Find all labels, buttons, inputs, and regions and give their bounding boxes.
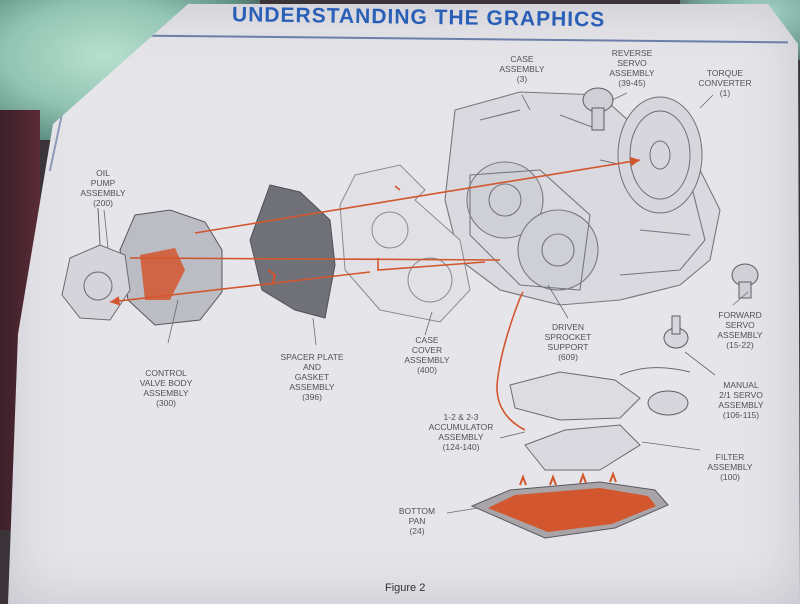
torque-converter-label: TORQUE CONVERTER (1) bbox=[690, 68, 760, 98]
label-number: (106-115) bbox=[722, 410, 760, 420]
reverse-servo-label: REVERSE SERVO ASSEMBLY (39-45) bbox=[600, 48, 664, 88]
label-line: ASSEMBLY bbox=[718, 400, 764, 410]
oil-pump-label: OIL PUMP ASSEMBLY (200) bbox=[78, 168, 128, 208]
label-number: (24) bbox=[409, 526, 425, 536]
forward-servo-label: FORWARD SERVO ASSEMBLY (15-22) bbox=[708, 310, 772, 350]
label-line: SUPPORT bbox=[547, 342, 589, 352]
label-line: AND bbox=[303, 362, 321, 372]
label-number: (124-140) bbox=[442, 442, 480, 452]
label-line: CASE bbox=[415, 335, 439, 345]
label-line: FILTER bbox=[715, 452, 745, 462]
case-assembly-label: CASE ASSEMBLY (3) bbox=[492, 54, 552, 84]
label-line: SPROCKET bbox=[544, 332, 592, 342]
label-line: CASE bbox=[510, 54, 534, 64]
label-line: 2/1 SERVO bbox=[719, 390, 763, 400]
label-line: PAN bbox=[408, 516, 426, 526]
bottom-pan-drawing bbox=[470, 471, 669, 539]
assembly-arrows bbox=[109, 156, 641, 431]
label-line: COVER bbox=[411, 345, 443, 355]
figure-caption: Figure 2 bbox=[385, 582, 426, 594]
torque-converter-drawing bbox=[617, 96, 703, 214]
manual-servo-drawing bbox=[647, 315, 689, 416]
label-line: VALVE BODY bbox=[139, 378, 193, 388]
label-number: (3) bbox=[516, 74, 528, 84]
label-number: (39-45) bbox=[618, 78, 646, 88]
label-line: SPACER PLATE bbox=[280, 352, 344, 362]
label-line: CONTROL bbox=[145, 368, 187, 378]
reverse-servo-drawing bbox=[582, 87, 614, 131]
label-line: ASSEMBLY bbox=[438, 432, 484, 442]
label-number: (609) bbox=[558, 352, 578, 362]
control-valve-label: CONTROL VALVE BODY ASSEMBLY (300) bbox=[128, 368, 204, 408]
label-line: ASSEMBLY bbox=[609, 68, 655, 78]
label-line: ASSEMBLY bbox=[289, 382, 335, 392]
filter-drawing bbox=[524, 424, 641, 471]
label-line: ASSEMBLY bbox=[717, 330, 763, 340]
manual-servo-label: MANUAL 2/1 SERVO ASSEMBLY (106-115) bbox=[706, 380, 776, 420]
accumulator-label: 1-2 & 2-3 ACCUMULATOR ASSEMBLY (124-140) bbox=[418, 412, 504, 452]
label-line: ASSEMBLY bbox=[143, 388, 189, 398]
label-line: 1-2 & 2-3 bbox=[443, 412, 479, 422]
label-line: REVERSE bbox=[611, 48, 653, 58]
label-line: DRIVEN bbox=[551, 322, 585, 332]
label-number: (300) bbox=[156, 398, 176, 408]
filter-label: FILTER ASSEMBLY (100) bbox=[700, 452, 760, 482]
label-line: SERVO bbox=[725, 320, 755, 330]
label-line: ASSEMBLY bbox=[80, 188, 126, 198]
label-line: OIL bbox=[96, 168, 110, 178]
label-line: TORQUE bbox=[706, 68, 744, 78]
label-number: (100) bbox=[720, 472, 740, 482]
label-number: (400) bbox=[417, 365, 437, 375]
label-number: (15-22) bbox=[726, 340, 754, 350]
label-line: ASSEMBLY bbox=[707, 462, 753, 472]
driven-sprocket-label: DRIVEN SPROCKET SUPPORT (609) bbox=[532, 322, 604, 362]
label-line: CONVERTER bbox=[698, 78, 752, 88]
label-line: SERVO bbox=[617, 58, 647, 68]
label-line: ASSEMBLY bbox=[404, 355, 450, 365]
label-number: (396) bbox=[302, 392, 322, 402]
spacer-plate-drawing bbox=[249, 184, 336, 319]
label-line: ACCUMULATOR bbox=[428, 422, 494, 432]
oil-pump-drawing bbox=[61, 207, 131, 321]
accumulator-drawing bbox=[509, 367, 691, 421]
label-line: MANUAL bbox=[723, 380, 759, 390]
label-line: ASSEMBLY bbox=[499, 64, 545, 74]
label-line: BOTTOM bbox=[398, 506, 436, 516]
label-number: (1) bbox=[719, 88, 731, 98]
leader-lines bbox=[103, 92, 749, 514]
label-number: (200) bbox=[93, 198, 113, 208]
case-cover-label: CASE COVER ASSEMBLY (400) bbox=[392, 335, 462, 375]
bottom-pan-label: BOTTOM PAN (24) bbox=[390, 506, 444, 536]
label-line: GASKET bbox=[294, 372, 330, 382]
spacer-plate-label: SPACER PLATE AND GASKET ASSEMBLY (396) bbox=[270, 352, 354, 402]
forward-servo-drawing bbox=[731, 263, 759, 299]
label-line: PUMP bbox=[90, 178, 116, 188]
label-line: FORWARD bbox=[718, 310, 762, 320]
control-valve-drawing bbox=[119, 209, 223, 326]
